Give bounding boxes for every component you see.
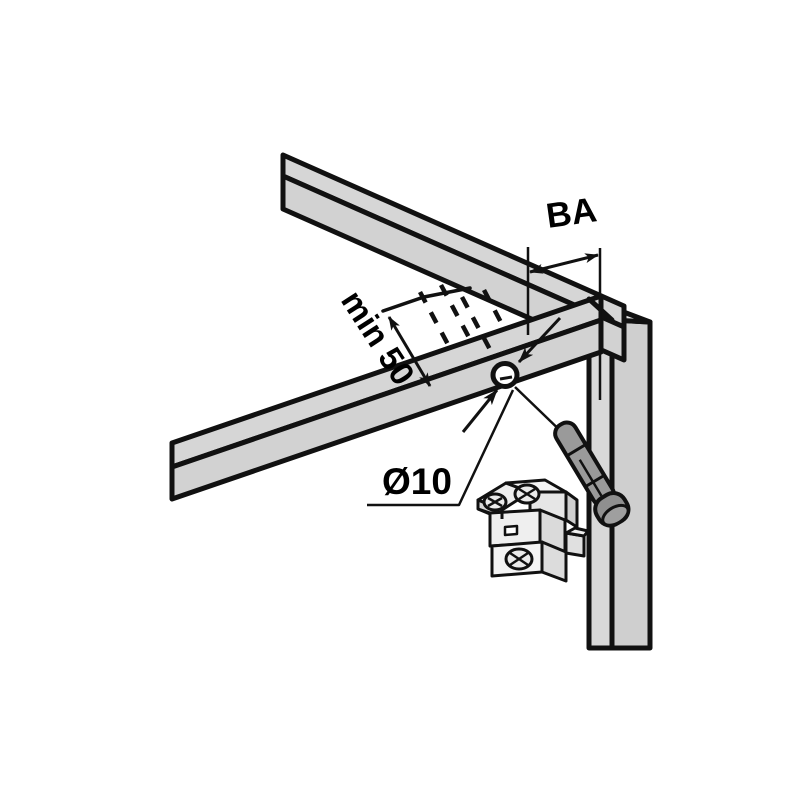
bore-leader-lines [461, 316, 562, 433]
plate-front-wing-side [540, 540, 568, 583]
top-rail-front-face [280, 173, 627, 363]
diameter-label: Ø10 [382, 461, 452, 502]
diameter-leader-line [367, 389, 515, 507]
min50-dimension-arrow [387, 316, 432, 387]
expanding-dowel-pin [553, 420, 631, 528]
top-frame-rail [280, 152, 627, 363]
ba-dimension-arrow [529, 253, 599, 274]
dowel-head-endface [601, 503, 630, 527]
dowel-rib-1 [566, 443, 586, 457]
bore-leader-from-top [517, 316, 562, 364]
hidden-drill-pattern [418, 283, 507, 359]
plate-rear-right-boss-side [564, 490, 579, 529]
bore-leader-from-bottom [461, 389, 499, 433]
hinge-mounting-plate [476, 478, 590, 583]
ba-label: BA [544, 190, 599, 236]
dowel-rib-2 [585, 474, 605, 488]
bore-hole-center-tick [499, 375, 513, 381]
plate-screw-front [504, 547, 534, 571]
plate-clip-tongue-top [564, 526, 590, 538]
plate-screw-rear-right [513, 483, 541, 505]
plate-edge-detail-a [477, 507, 491, 515]
drilled-bore-hole [490, 361, 520, 389]
drill-pattern-boundary [381, 286, 472, 313]
diameter-callout: Ø10 [367, 389, 515, 507]
plate-web-notch [503, 524, 519, 537]
plate-screw-rear-left [482, 492, 508, 512]
dowel-slot [578, 459, 603, 497]
corner-post-right-face [609, 317, 653, 651]
top-rail-top-face [280, 152, 627, 330]
bore-hole-circle [490, 361, 520, 389]
dimension-ba: BA [526, 190, 602, 400]
